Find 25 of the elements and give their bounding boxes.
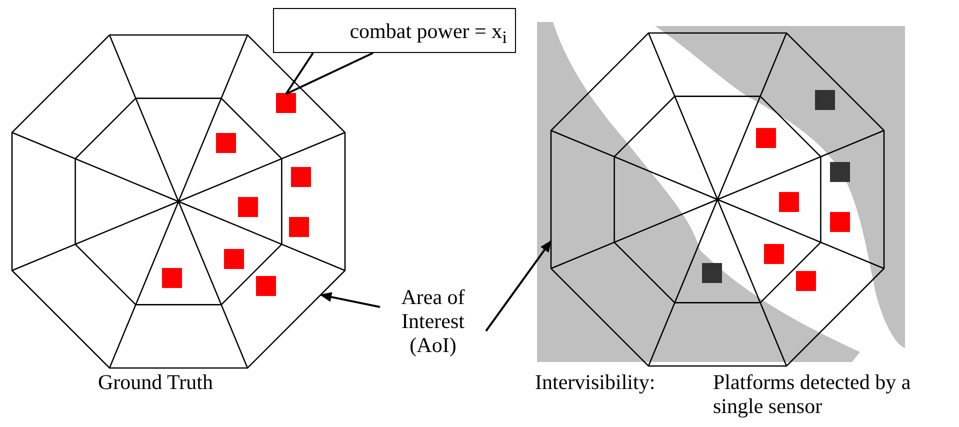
platform-marker	[764, 244, 784, 264]
platform-marker	[289, 217, 309, 237]
platform-marker	[830, 162, 850, 182]
platform-marker	[779, 192, 799, 212]
caption-label: Ground Truth	[98, 370, 214, 394]
platform-marker	[224, 249, 244, 269]
platform-marker	[815, 90, 835, 110]
platform-marker	[238, 197, 258, 217]
platform-marker	[162, 268, 182, 288]
platform-marker	[291, 167, 311, 187]
platform-marker	[702, 263, 722, 283]
arrow	[485, 240, 552, 332]
platform-marker	[796, 271, 816, 291]
callout-box	[273, 8, 516, 53]
platform-marker	[830, 212, 850, 232]
platform-marker	[216, 133, 236, 153]
area-label: Area of Interest (AoI)	[380, 285, 486, 363]
caption-label: Intervisibility:	[535, 370, 656, 394]
platform-marker	[256, 276, 276, 296]
platform-marker	[276, 93, 296, 113]
leader-line	[285, 52, 374, 95]
caption-label: Platforms detected by a single sensor	[713, 370, 912, 418]
arrow	[320, 292, 380, 308]
callout-text: combat power = x$_{i}$	[350, 19, 507, 50]
platform-marker	[756, 128, 776, 148]
